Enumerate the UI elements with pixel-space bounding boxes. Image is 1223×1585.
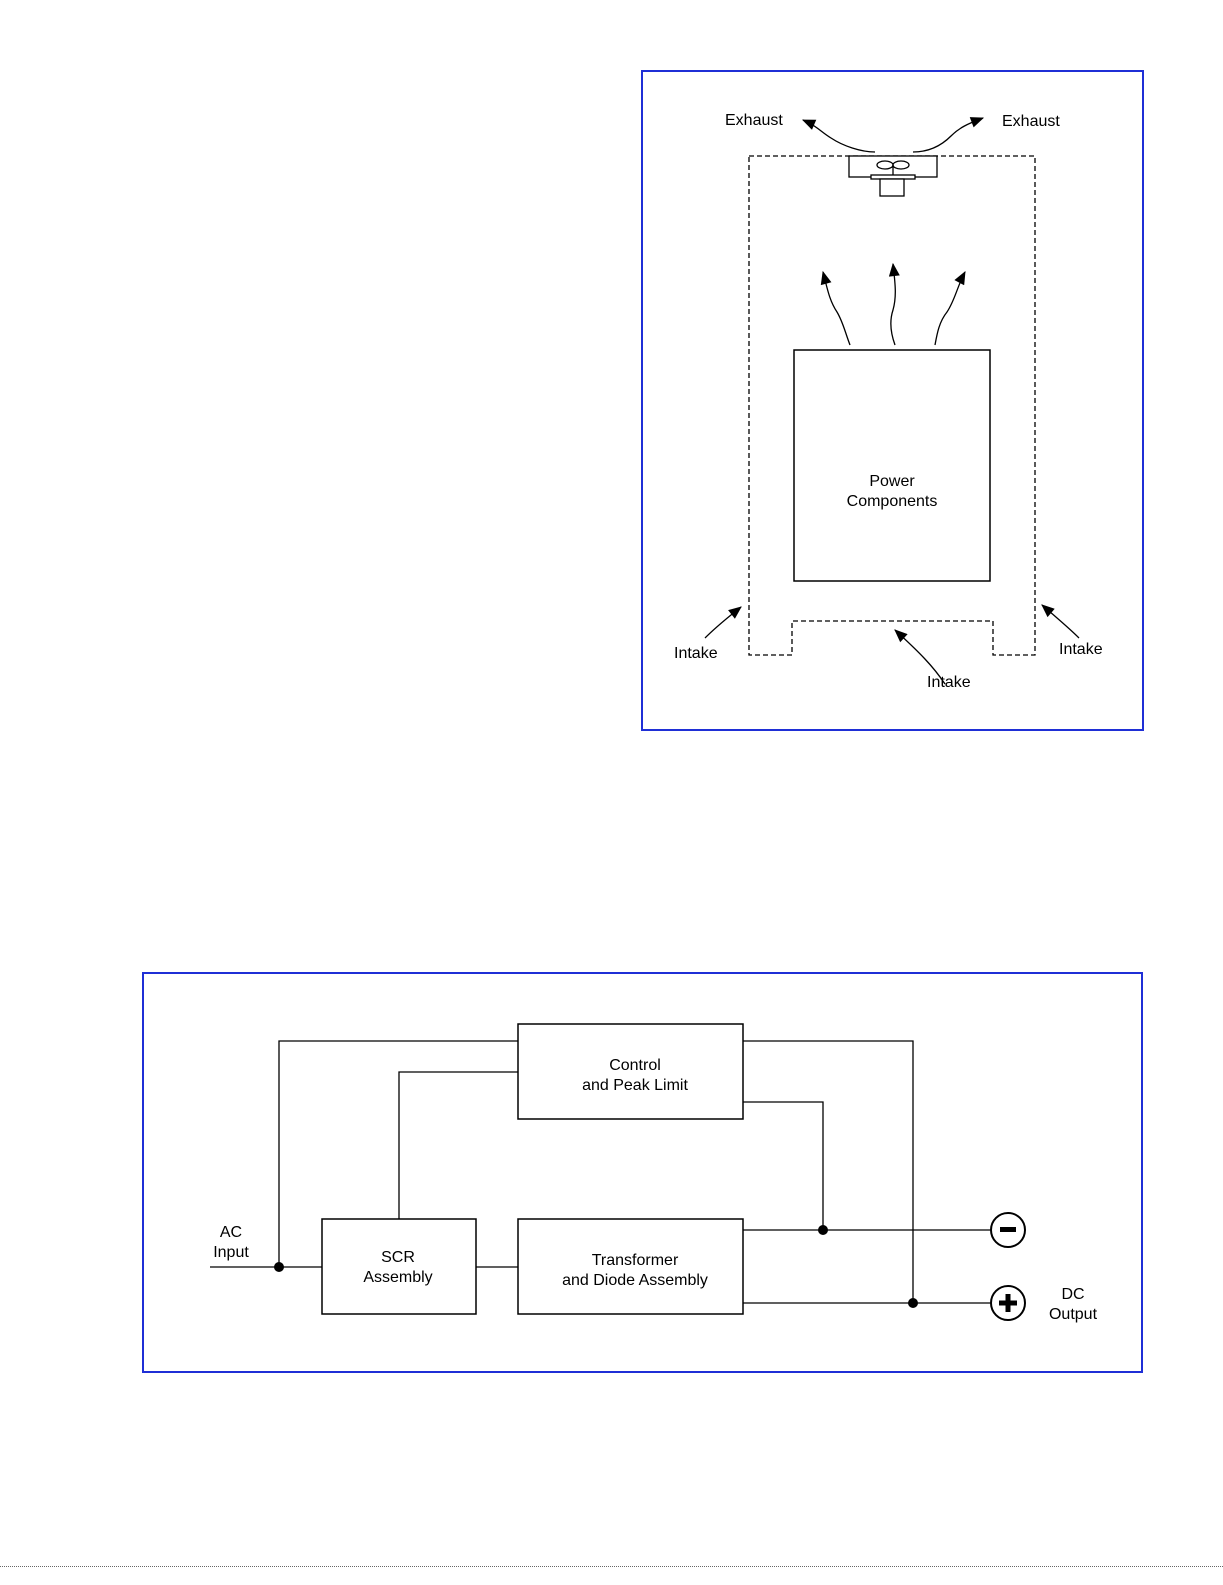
power-components-box xyxy=(794,350,990,581)
intake-arrow-left xyxy=(705,607,741,638)
fan-icon xyxy=(849,156,937,196)
dc-output-label-line2: Output xyxy=(1049,1306,1098,1323)
heat-arrow-right xyxy=(935,272,965,345)
negative-terminal-icon xyxy=(991,1213,1025,1247)
scr-box-label-line1: SCR xyxy=(381,1249,415,1266)
exhaust-arrow-right xyxy=(913,118,983,152)
ac-input-label-line2: Input xyxy=(213,1244,249,1261)
page-bottom-rule xyxy=(0,1566,1223,1567)
block-diagram-svg: Control and Peak Limit SCR Assembly Tran… xyxy=(144,974,1141,1371)
intake-label-bottom: Intake xyxy=(927,674,971,691)
control-box-label-line2: and Peak Limit xyxy=(582,1077,688,1094)
junction-dot-ac xyxy=(274,1262,284,1272)
exhaust-label-right: Exhaust xyxy=(1002,113,1060,130)
power-components-label-line1: Power xyxy=(869,473,915,490)
transformer-box-label-line2: and Diode Assembly xyxy=(562,1272,708,1289)
intake-arrow-right xyxy=(1042,605,1079,638)
heat-arrow-left xyxy=(823,272,850,345)
power-components-label-line2: Components xyxy=(847,493,938,510)
scr-box-label-line2: Assembly xyxy=(363,1269,432,1286)
scr-assembly-box xyxy=(322,1219,476,1314)
junction-dot-negative xyxy=(818,1225,828,1235)
junction-dot-positive xyxy=(908,1298,918,1308)
cooling-airflow-diagram: Exhaust Exhaust Power Components Intake … xyxy=(641,70,1144,731)
positive-terminal-icon xyxy=(991,1286,1025,1320)
control-box-label-line1: Control xyxy=(609,1057,661,1074)
ac-input-label-line1: AC xyxy=(220,1224,242,1241)
transformer-box-label-line1: Transformer xyxy=(592,1252,679,1269)
intake-label-right: Intake xyxy=(1059,641,1103,658)
heat-arrow-center xyxy=(891,264,895,345)
exhaust-label-left: Exhaust xyxy=(725,112,783,129)
airflow-svg: Exhaust Exhaust Power Components Intake … xyxy=(643,72,1142,729)
power-supply-block-diagram: Control and Peak Limit SCR Assembly Tran… xyxy=(142,972,1143,1373)
exhaust-arrow-left xyxy=(803,120,875,152)
dc-output-label-line1: DC xyxy=(1061,1286,1084,1303)
intake-label-left: Intake xyxy=(674,645,718,662)
